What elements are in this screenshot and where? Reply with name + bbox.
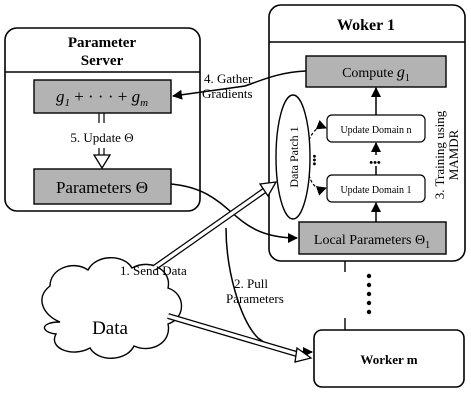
gradient-sum-box (33, 79, 172, 114)
parameter-server-title-line1: Parameter (68, 35, 137, 51)
update-domain-ellipsis: ••• (369, 157, 381, 169)
data-cloud (41, 257, 183, 359)
dashed-arrow-to-udn (308, 120, 327, 141)
parameter-server-box (4, 27, 201, 212)
compute-label: Compute g1 (342, 64, 410, 84)
pull-label-line1: 2. Pull (234, 276, 268, 291)
update-domain-n-label: Update Domain n (340, 125, 411, 136)
update-arrow-head (92, 154, 112, 170)
local-parameters-box (298, 221, 447, 255)
worker1-title: Woker 1 (337, 17, 395, 34)
gather-gradients-arrow (172, 70, 307, 100)
training-label-line2: MAMDR (446, 129, 461, 180)
worker-m-title: Worker m (360, 352, 417, 367)
parameters-label: Parameters Θ (56, 178, 148, 197)
worker-m-box (313, 329, 465, 388)
send-data-arrow-to-worker-m (167, 313, 313, 363)
parameter-server-title-line2: Server (81, 53, 124, 69)
training-label-line1: 3. Training using (432, 110, 447, 199)
local-parameters-label: Local Parameters Θ1 (314, 233, 430, 251)
data-patch-label: Data Patch 1 (287, 126, 301, 187)
gradient-sum-label: g1 + · · · + gm (56, 87, 148, 109)
data-cloud-label: Data (92, 318, 128, 339)
dashed-ellipsis: ••• (309, 154, 321, 166)
compute-box (305, 55, 447, 88)
update-theta-label: 5. Update Θ (70, 130, 133, 145)
gather-label-line2: Gradients (202, 86, 253, 101)
data-patch-ellipse (275, 94, 311, 220)
send-data-label: 1. Send Data (120, 263, 187, 278)
send-data-arrow-to-worker1 (152, 181, 278, 271)
worker-ellipsis-dots (366, 273, 372, 315)
gather-label-line1: 4. Gather (204, 71, 253, 86)
dashed-arrow-to-ud1 (308, 174, 327, 196)
parameters-box (33, 168, 172, 205)
update-domain-1-label: Update Domain 1 (340, 185, 411, 196)
pull-label-line2: Parameters (226, 291, 284, 306)
